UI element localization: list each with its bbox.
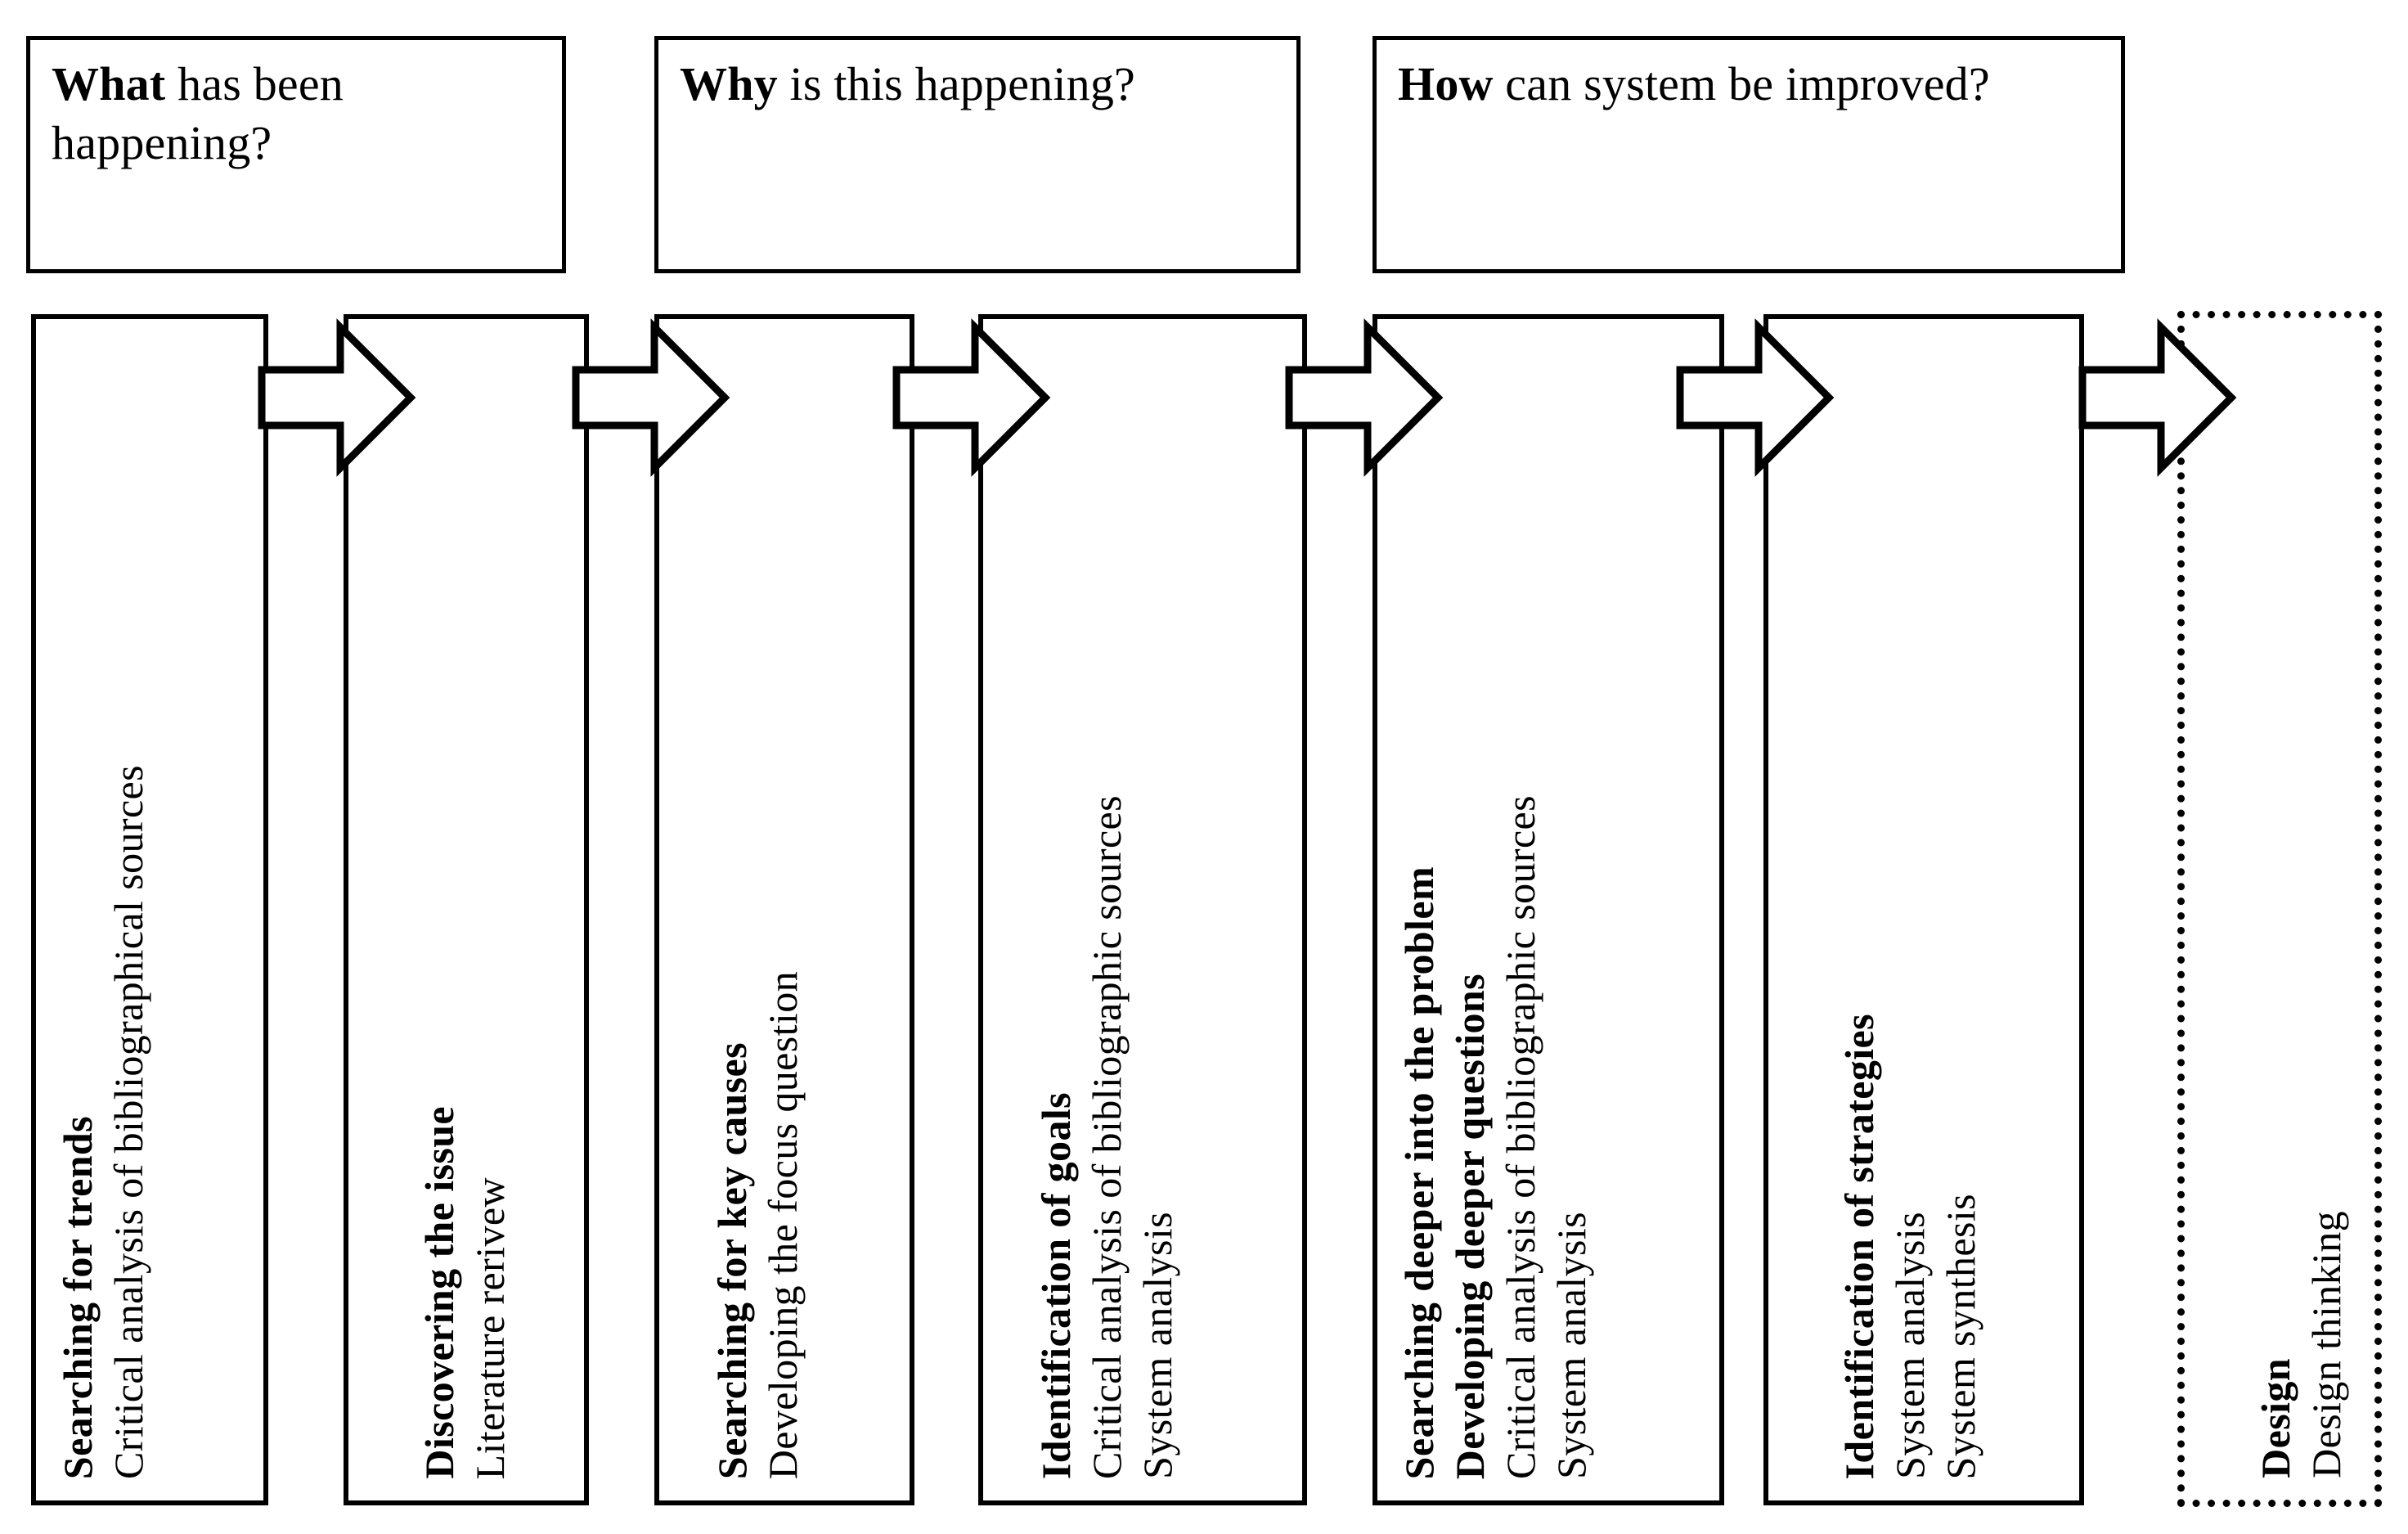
stage-method-2: System analysis: [1548, 1212, 1594, 1479]
stage-text-stack: Searching for trends Critical analysis o…: [36, 319, 263, 1500]
stage-method: Literature rerivew: [467, 1176, 513, 1479]
stage-text-stack: Design Design thinking: [2185, 318, 2374, 1500]
arrow-right-icon: [1676, 318, 1835, 477]
arrow-3: [892, 318, 1051, 477]
question-text-how: How can system be improved?: [1398, 55, 2109, 114]
stage-method: Design thinking: [2303, 1211, 2349, 1478]
stage-heading: Searching for trends: [55, 1115, 101, 1479]
stage-heading-2: Developing deeper questions: [1447, 973, 1493, 1479]
arrow-right-icon: [1285, 318, 1444, 477]
question-text-why: Why is this happening?: [680, 55, 1285, 114]
stage-text-stack: Identification of strategies System anal…: [1768, 319, 2079, 1500]
arrow-right-icon: [892, 318, 1051, 477]
stage-text-stack: Identification of goals Critical analysi…: [983, 319, 1302, 1500]
stage-method: Critical analysis of bibliographic sourc…: [1498, 794, 1543, 1479]
stage-method-2: System synthesis: [1938, 1193, 1983, 1480]
arrow-right-icon: [572, 318, 730, 477]
question-text-what: What has been happening?: [52, 55, 550, 173]
arrow-right-icon: [258, 318, 416, 477]
arrow-4: [1285, 318, 1444, 477]
question-rest-how: can system be improved?: [1493, 57, 1990, 110]
stage-column-design: Design Design thinking: [2177, 311, 2382, 1507]
stage-text-stack: Discovering the issue Literature rerivew: [348, 319, 584, 1500]
question-lead-what: What: [52, 57, 166, 110]
stage-method: System analysis: [1887, 1212, 1933, 1479]
arrow-1: [258, 318, 416, 477]
stage-heading: Identification of strategies: [1836, 1013, 1882, 1479]
stage-method: Critical analysis of bibliographic sourc…: [1084, 794, 1130, 1479]
question-box-what: What has been happening?: [26, 36, 566, 273]
question-rest-why: is this happening?: [777, 57, 1135, 110]
stage-column-identification-of-strategies: Identification of strategies System anal…: [1763, 314, 2084, 1505]
arrow-6: [2078, 318, 2237, 477]
stage-method: Critical analysis of bibliographical sou…: [106, 765, 151, 1479]
stage-heading: Design: [2253, 1358, 2298, 1478]
stage-heading: Searching deeper into the problem: [1396, 866, 1442, 1479]
arrow-right-icon: [2078, 318, 2237, 477]
stage-text-stack: Searching deeper into the problem Develo…: [1377, 319, 1719, 1500]
stage-heading: Discovering the issue: [416, 1106, 462, 1479]
stage-text-stack: Searching for key causes Developing the …: [659, 319, 910, 1500]
stage-heading: Identification of goals: [1033, 1091, 1079, 1479]
arrow-2: [572, 318, 730, 477]
stage-column-searching-deeper-into-the-problem: Searching deeper into the problem Develo…: [1372, 314, 1724, 1505]
stage-column-discovering-the-issue: Discovering the issue Literature rerivew: [344, 314, 589, 1505]
arrow-5: [1676, 318, 1835, 477]
stage-column-searching-for-key-causes: Searching for key causes Developing the …: [654, 314, 914, 1505]
question-box-how: How can system be improved?: [1372, 36, 2125, 273]
stage-column-searching-for-trends: Searching for trends Critical analysis o…: [31, 314, 268, 1505]
stage-heading: Searching for key causes: [709, 1041, 755, 1479]
question-rest-what: has been happening?: [52, 57, 344, 169]
stage-column-identification-of-goals: Identification of goals Critical analysi…: [978, 314, 1307, 1505]
question-lead-why: Why: [680, 57, 778, 110]
stage-method-2: System analysis: [1134, 1212, 1180, 1479]
question-box-why: Why is this happening?: [654, 36, 1301, 273]
question-lead-how: How: [1398, 57, 1494, 110]
stage-method: Developing the focus question: [760, 970, 806, 1479]
